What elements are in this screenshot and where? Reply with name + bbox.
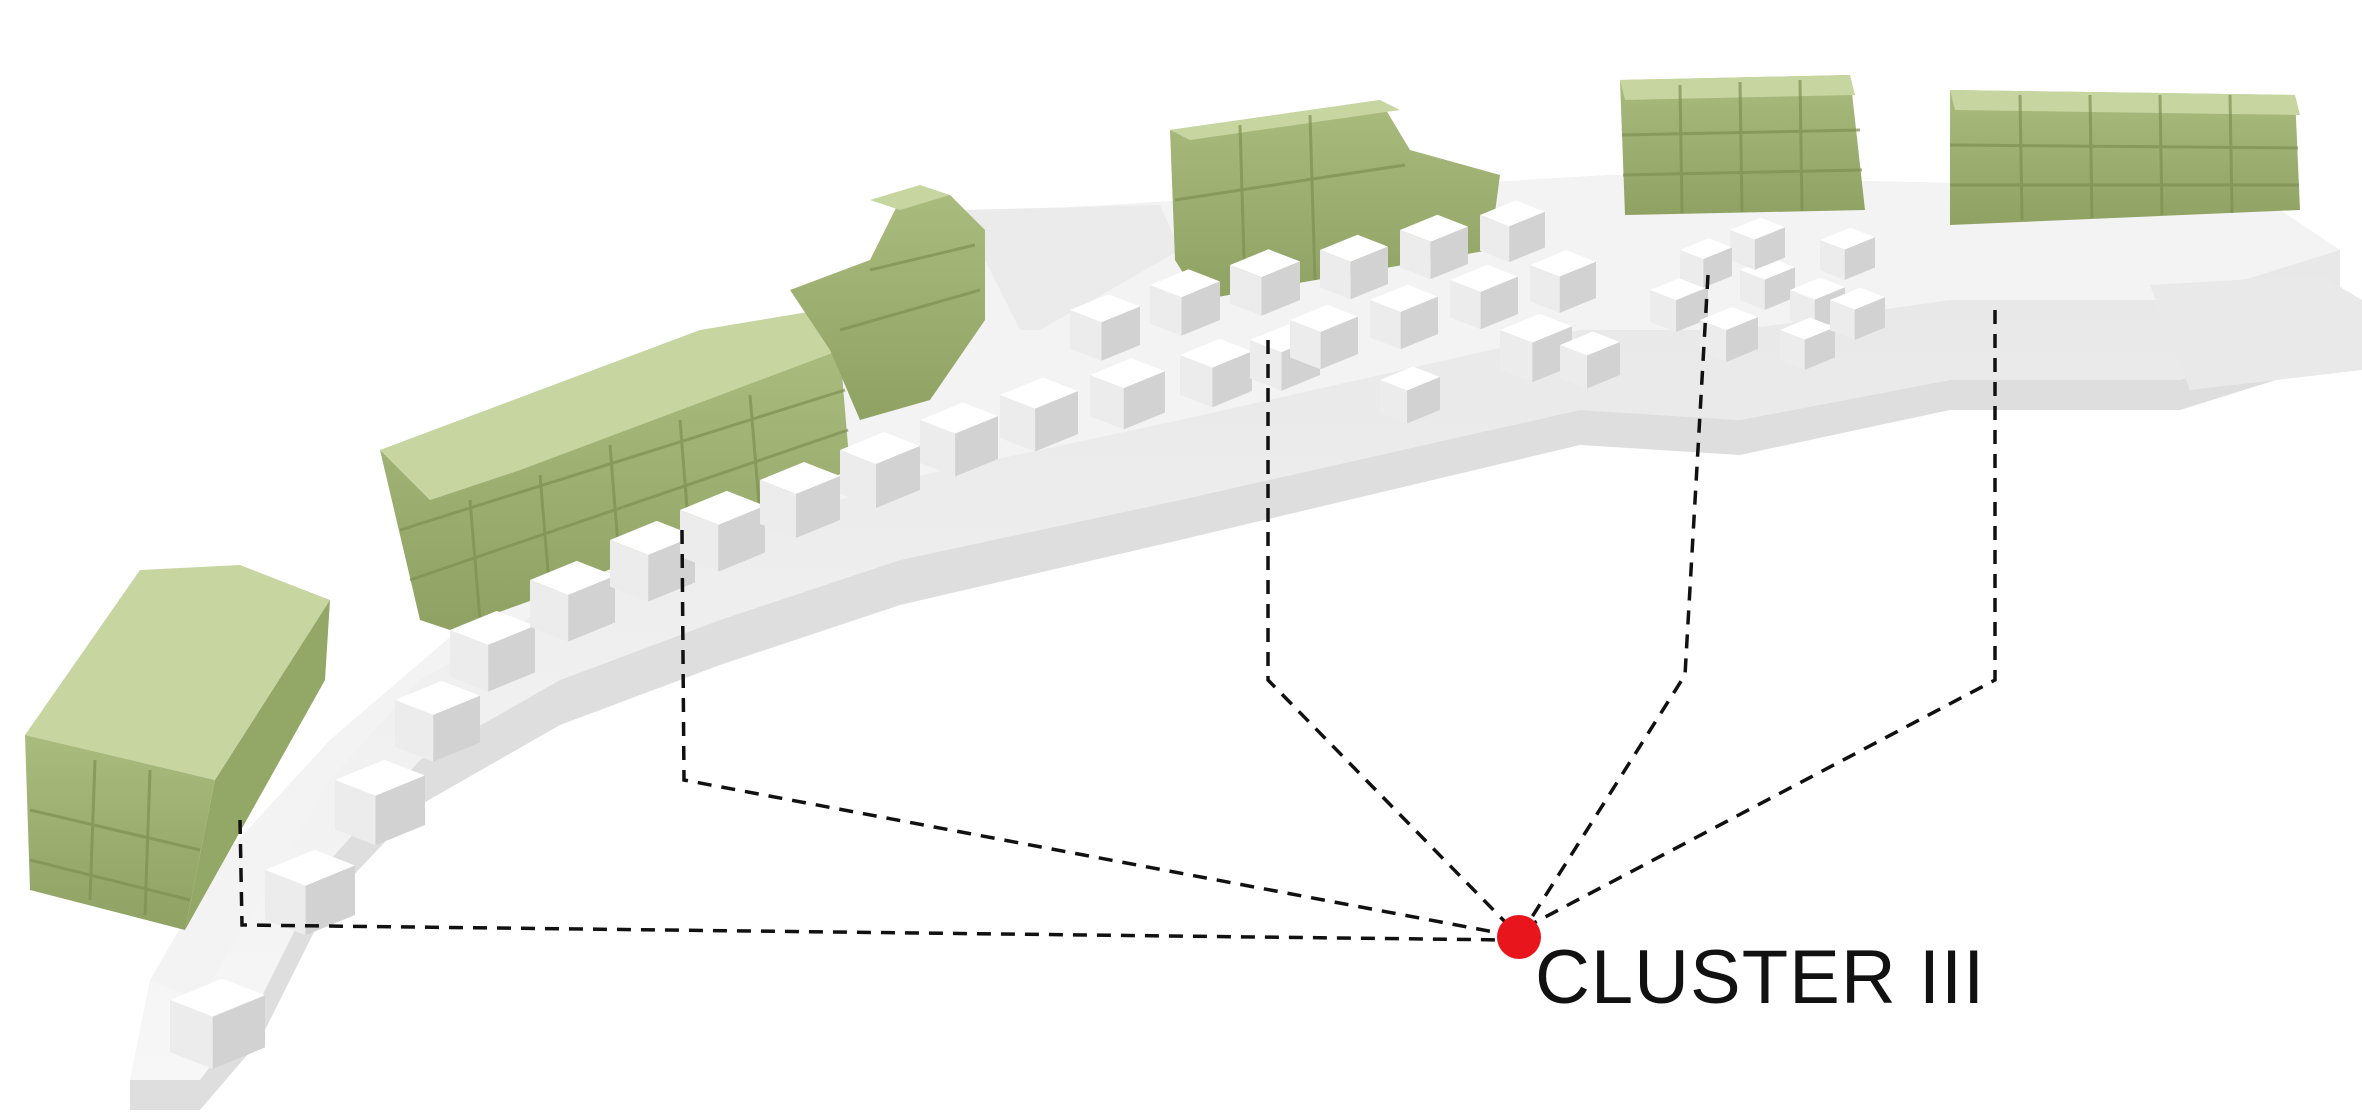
housing-cube xyxy=(1530,250,1596,313)
cluster-marker xyxy=(1497,915,1541,959)
green-block-tower xyxy=(790,185,985,420)
housing-cube xyxy=(170,978,265,1069)
housing-cube xyxy=(1370,284,1438,350)
housing-cube xyxy=(1560,331,1620,389)
housing-cube xyxy=(1380,366,1440,424)
housing-cube xyxy=(760,462,840,538)
housing-cube xyxy=(1680,238,1732,288)
green-block-top-right-a xyxy=(1620,75,1865,215)
housing-cube xyxy=(1730,217,1785,270)
callout-line-1 xyxy=(238,819,1511,942)
callout-lines xyxy=(238,274,1997,942)
white-cubes xyxy=(170,200,1885,1069)
cluster-label: CLUSTER III xyxy=(1535,935,1985,1020)
ground-upper-terrace xyxy=(130,175,2340,1080)
callout-line-2 xyxy=(680,529,1511,937)
housing-cube xyxy=(1150,269,1220,336)
housing-cube xyxy=(1180,338,1252,408)
housing-cube xyxy=(920,402,998,477)
housing-cube xyxy=(1450,264,1518,330)
housing-cube xyxy=(1820,227,1875,280)
housing-cube xyxy=(1480,200,1545,263)
housing-cube xyxy=(530,560,615,642)
housing-cube xyxy=(1320,234,1388,300)
green-block-left xyxy=(25,565,330,930)
housing-cube xyxy=(840,432,920,508)
housing-cube xyxy=(1780,317,1835,370)
ground-right-block xyxy=(2150,275,2362,390)
callout-line-5 xyxy=(1529,310,1997,927)
housing-cube xyxy=(1070,294,1140,361)
callout-line-4 xyxy=(1523,274,1710,929)
green-block-top-right-b xyxy=(1949,90,2300,225)
housing-cube xyxy=(1740,257,1795,310)
housing-cube xyxy=(1830,287,1885,340)
callout-line-3 xyxy=(1266,340,1517,934)
ground-plaza xyxy=(960,205,1180,330)
housing-cube xyxy=(1290,304,1358,370)
green-buildings xyxy=(25,75,2300,930)
ground-front-wall xyxy=(130,330,2340,1110)
housing-cube xyxy=(265,849,355,936)
housing-cube xyxy=(1230,249,1300,316)
housing-cube xyxy=(395,680,480,762)
housing-cube xyxy=(1000,377,1078,452)
green-block-long xyxy=(380,310,850,630)
housing-cube xyxy=(1090,358,1165,430)
housing-cube xyxy=(1400,214,1468,280)
housing-cube xyxy=(450,610,535,692)
housing-cube xyxy=(680,490,765,572)
housing-cube xyxy=(335,759,425,846)
